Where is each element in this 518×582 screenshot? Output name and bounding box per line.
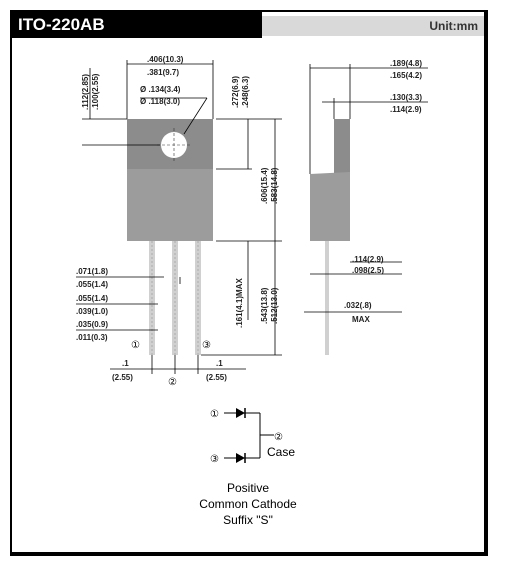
- dim-pitch-right: .1: [216, 359, 223, 368]
- dim-side-step-min: .098(2.5): [352, 266, 384, 275]
- dim-hole-dia-min: Ø .118(3.0): [140, 97, 180, 106]
- unit-label: Unit:mm: [262, 16, 484, 36]
- pin1-label: ①: [131, 340, 140, 351]
- dimension-lines: [76, 60, 428, 374]
- side-lead: [325, 241, 329, 355]
- dim-lead-thick-min: .011(0.3): [76, 333, 108, 342]
- dim-hole-dia-max: Ø .134(3.4): [140, 85, 181, 94]
- schematic-pin2: ②: [274, 432, 283, 443]
- side-body: [310, 172, 350, 241]
- dim-body-height-max: .606(15.4): [260, 167, 269, 204]
- drawing-frame: ITO-220AB Unit:mm: [10, 10, 488, 556]
- pin2-label: ②: [168, 377, 177, 388]
- dim-hole-tab-min: .248(6.3): [241, 76, 250, 108]
- dim-lead-length-max: .543(13.8): [260, 287, 269, 324]
- dim-body-width-max: .406(10.3): [147, 55, 184, 64]
- dim-lead1-max: .071(1.8): [76, 267, 108, 276]
- package-title: ITO-220AB: [12, 12, 262, 38]
- diode-2-icon: [236, 453, 245, 463]
- package-drawing: .406(10.3) .381(9.7) Ø .134(3.4) Ø .118(…: [76, 55, 428, 527]
- dim-lead2-min: .039(1.0): [76, 307, 108, 316]
- dim-lead2-max: .055(1.4): [76, 294, 108, 303]
- dim-pitch-left-mm: (2.55): [112, 373, 133, 382]
- schematic-case-label: Case: [267, 445, 295, 459]
- dim-body-height-min: .583(14.8): [270, 167, 279, 204]
- dim-body-width-min: .381(9.7): [147, 68, 179, 77]
- dim-pitch-left: .1: [122, 359, 129, 368]
- dim-top-hole-min: .100(2.55): [91, 73, 100, 110]
- side-view: [310, 119, 350, 355]
- dim-standoff: .161(4.1)MAX: [235, 278, 244, 328]
- dim-lead-thick-max: .035(0.9): [76, 320, 108, 329]
- dim-hole-tab-max: .272(6.9): [231, 76, 240, 108]
- schematic: ① ③ ② Case: [210, 408, 295, 465]
- dim-side-step-max: .114(2.9): [352, 255, 384, 264]
- side-tab: [334, 119, 350, 174]
- dim-lead-length-min: .512(13.0): [270, 287, 279, 324]
- dim-pitch-right-mm: (2.55): [206, 373, 227, 382]
- schematic-pin3: ③: [210, 454, 219, 465]
- body-molded: [127, 169, 213, 241]
- dim-side-lead-thick: .032(.8): [344, 301, 372, 310]
- pin3-label: ③: [202, 340, 211, 351]
- dim-side-width-min: .165(4.2): [390, 71, 422, 80]
- diode-1-icon: [236, 408, 245, 418]
- caption-line3: Suffix "S": [223, 513, 273, 527]
- caption-line1: Positive: [227, 481, 269, 495]
- dim-lead1-min: .055(1.4): [76, 280, 108, 289]
- dim-side-tab-max: .130(3.3): [390, 93, 422, 102]
- dim-side-tab-min: .114(2.9): [390, 105, 422, 114]
- caption-line2: Common Cathode: [199, 497, 297, 511]
- front-view: [127, 119, 213, 355]
- dim-top-hole-max: .112(2.85): [81, 74, 90, 110]
- schematic-pin1: ①: [210, 409, 219, 420]
- dim-side-width-max: .189(4.8): [390, 59, 422, 68]
- dim-side-lead-max: MAX: [352, 315, 370, 324]
